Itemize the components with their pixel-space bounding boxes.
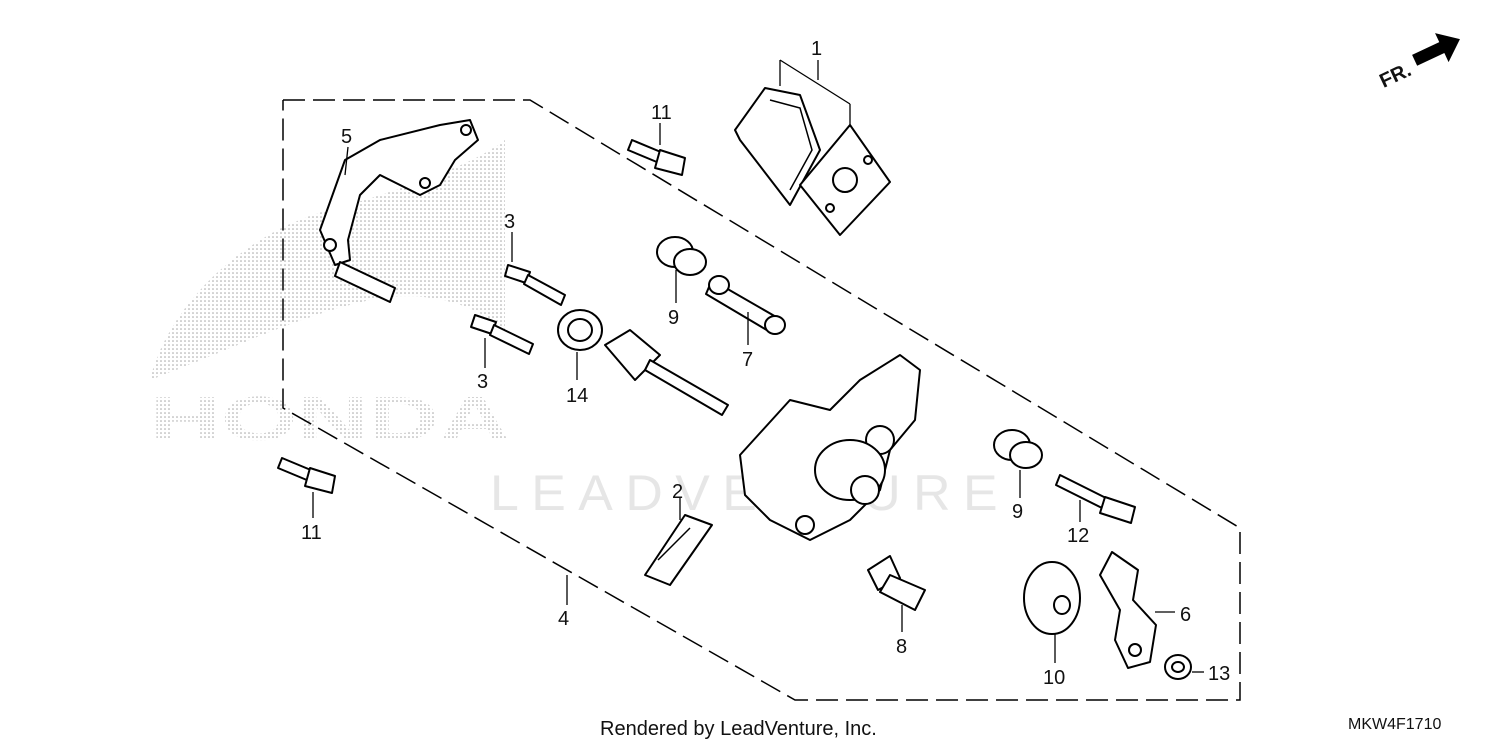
callout-11-upper: 11 [651, 102, 672, 124]
piston-seal [557, 309, 603, 351]
assembly-boundary [282, 99, 1241, 701]
pad-spring [644, 514, 713, 586]
callout-1: 1 [811, 38, 822, 60]
front-arrow-icon [1412, 33, 1460, 66]
callout-11-lower: 11 [301, 522, 322, 544]
brake-pad-set [734, 87, 891, 236]
callouts: 1 2 3 3 4 5 6 7 8 9 9 10 11 11 12 13 14 [301, 38, 1230, 689]
footer-credit: Rendered by LeadVenture, Inc. [600, 718, 877, 740]
flange-bolt-lower [277, 457, 336, 494]
callout-3-upper: 3 [504, 211, 515, 233]
grommet [1023, 561, 1081, 635]
leader-lines [312, 123, 1204, 673]
diagram-code: MKW4F1710 [1348, 716, 1442, 733]
flange-bolt-upper [627, 139, 686, 176]
hose-clamp [1099, 551, 1157, 669]
front-direction-label: FR. [1376, 59, 1414, 93]
piston-rod [604, 329, 729, 416]
callout-9-upper: 9 [668, 307, 679, 329]
callout-7: 7 [742, 349, 753, 371]
part-1-bracket [779, 59, 851, 125]
callout-13: 13 [1208, 663, 1230, 685]
bleeder-screw [867, 555, 926, 611]
caliper-body [739, 354, 921, 541]
callout-6: 6 [1180, 604, 1191, 626]
honda-logo-watermark: HONDA [150, 140, 510, 454]
caliper-pin-upper [504, 264, 566, 306]
pin-boot-lower [993, 429, 1043, 469]
honda-brand-text: HONDA [150, 385, 510, 454]
caliper-bracket [319, 119, 479, 303]
caliper-pin-lower [470, 314, 534, 355]
callout-10: 10 [1043, 667, 1065, 689]
callout-4: 4 [558, 608, 569, 630]
callout-14: 14 [566, 385, 588, 407]
pin-boot-upper [656, 236, 707, 276]
callout-8: 8 [896, 636, 907, 658]
front-direction-indicator: FR. [1376, 33, 1460, 93]
flange-bolt-right [1055, 474, 1136, 524]
callout-5: 5 [341, 126, 352, 148]
callout-3-lower: 3 [477, 371, 488, 393]
flange-nut [1164, 654, 1192, 680]
callout-9-lower: 9 [1012, 501, 1023, 523]
callout-12: 12 [1067, 525, 1089, 547]
callout-2: 2 [672, 481, 683, 503]
pin-sleeve [705, 275, 786, 335]
